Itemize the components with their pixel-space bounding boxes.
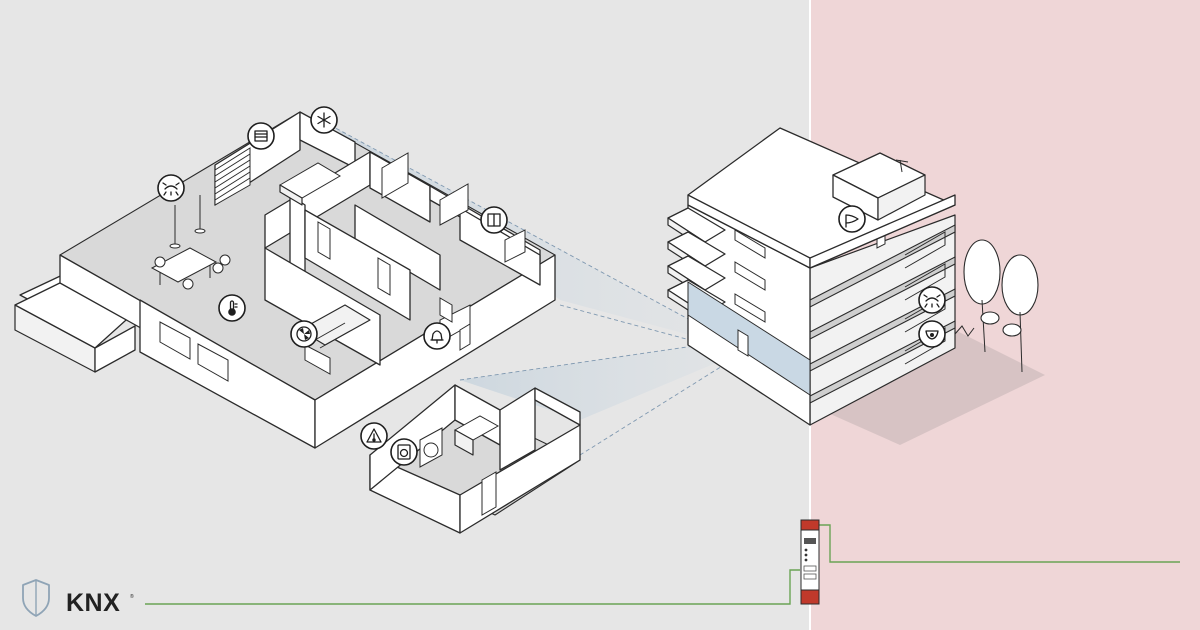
weather-station-icon[interactable] — [838, 205, 866, 233]
smoke-detector-icon[interactable] — [918, 320, 946, 348]
bell-icon[interactable] — [423, 322, 451, 350]
window-contact-icon[interactable] — [480, 206, 508, 234]
basement-cutaway — [369, 384, 581, 534]
washing-machine-icon[interactable] — [390, 438, 418, 466]
apartment-building — [667, 127, 1045, 445]
trees — [954, 239, 1039, 373]
window-blinds — [214, 147, 251, 206]
outdoor-bus-line — [818, 524, 1180, 563]
thermostat-icon[interactable] — [218, 294, 246, 322]
security-shield-icon — [22, 579, 50, 617]
shutter-icon[interactable] — [247, 122, 275, 150]
outdoor-light-icon[interactable] — [918, 286, 946, 314]
fan-icon[interactable] — [290, 320, 318, 348]
light-icon[interactable] — [157, 174, 185, 202]
warning-icon[interactable] — [360, 422, 388, 450]
indoor-bus-line — [145, 569, 800, 605]
air-conditioning-icon[interactable] — [310, 106, 338, 134]
knx-registered-mark: ® — [130, 593, 134, 600]
knx-security-device[interactable] — [800, 519, 820, 605]
dining-table — [150, 247, 231, 290]
knx-wordmark: KNX — [66, 589, 120, 617]
